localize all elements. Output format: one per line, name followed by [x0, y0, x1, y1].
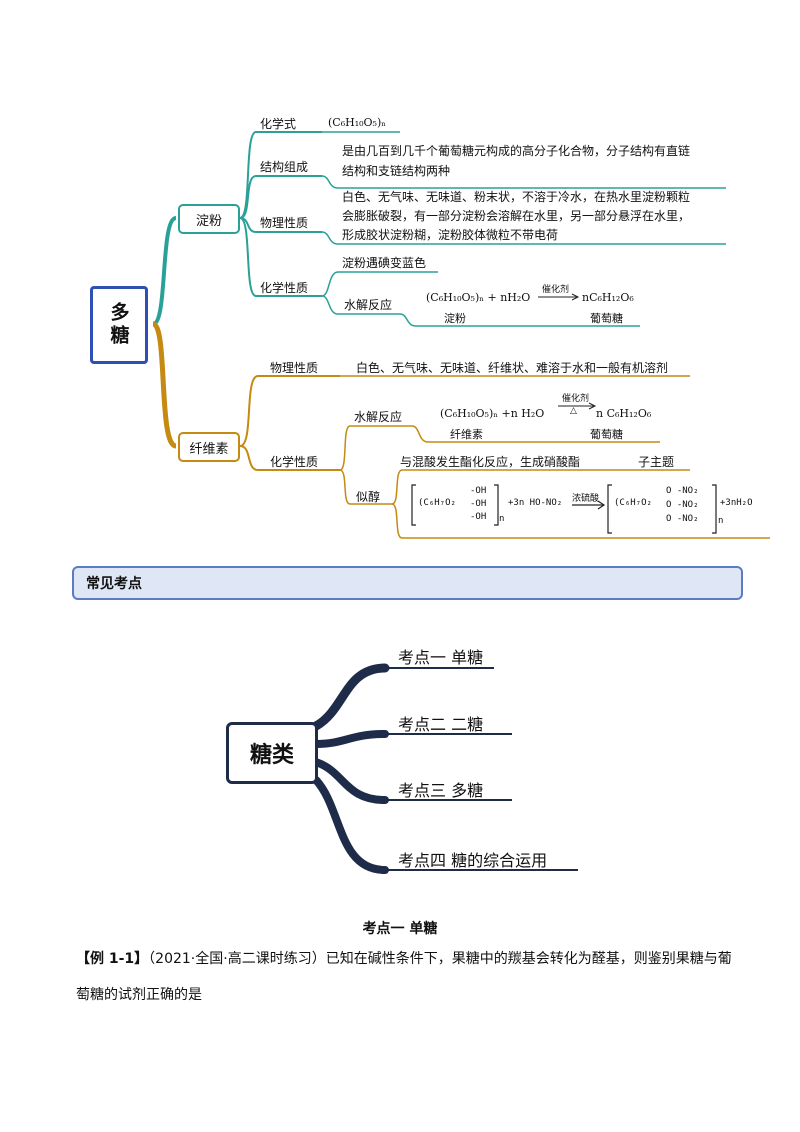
eq-oh-2: -OH	[470, 499, 487, 509]
topic-item-4: 考点四 糖的综合运用	[398, 851, 548, 870]
starch-physical-line-3: 形成胶状淀粉糊，淀粉胶体微粒不带电荷	[342, 228, 559, 242]
starch-structure-label: 结构组成	[260, 160, 309, 174]
eq-ono2-1: O -NO₂	[666, 486, 699, 496]
section-heading: 考点一 单糖	[362, 921, 438, 937]
cellulose-physical-text: 白色、无气味、无味道、纤维状、难溶于水和一般有机溶剂	[356, 361, 669, 375]
example-question-part-2: 萄糖的试剂正确的是	[76, 987, 202, 1003]
cellulose-ester-text: 与混酸发生酯化反应，生成硝酸酯	[400, 455, 581, 469]
eq-right-unit: (C₆H₇O₂	[614, 498, 652, 508]
root-label: 多糖	[107, 302, 130, 348]
topic-item-1: 考点一 单糖	[398, 648, 484, 667]
eq-ono2-3: O -NO₂	[666, 514, 699, 524]
starch-structure-line-2: 结构和支链结构两种	[342, 164, 451, 178]
cellulose-ester-suffix: 子主题	[638, 455, 675, 469]
sugars-label: 糖类	[249, 743, 294, 768]
cellulose-hydrolysis-catalyst: 催化剂	[562, 394, 590, 404]
polysaccharide-map-lines	[151, 131, 770, 539]
starch-physical-line-2: 会膨胀破裂，有一部分淀粉会溶解在水里，另一部分悬浮在水里，	[342, 209, 691, 223]
topic-item-3: 考点三 多糖	[398, 781, 484, 800]
eq-ono2-2: O -NO₂	[666, 500, 699, 510]
cellulose-hydrolysis-left: (C₆H₁₀O₅)ₙ +n H₂O	[440, 407, 545, 420]
eq-n-2: n	[718, 516, 724, 526]
eq-oh-1: -OH	[470, 486, 487, 496]
cellulose-hydrolysis-right: n C₆H₁₂O₆	[596, 407, 652, 420]
root-node-polysaccharide: 多糖	[90, 286, 148, 364]
starch-hydrolysis-right-name: 葡萄糖	[590, 312, 623, 325]
starch-hydrolysis-catalyst: 催化剂	[542, 285, 570, 295]
eq-n-1: n	[499, 514, 505, 524]
eq-left-unit: (C₆H₇O₂	[418, 498, 456, 508]
starch-hydrolysis-right: nC₆H₁₂O₆	[582, 291, 634, 304]
cellulose-chemical-label: 化学性质	[270, 455, 319, 469]
root-node-sugars: 糖类	[226, 722, 318, 784]
eq-catalyst: 浓硫酸	[572, 494, 600, 504]
eq-oh-3: -OH	[470, 512, 487, 522]
starch-label: 淀粉	[195, 213, 222, 229]
starch-iodine-text: 淀粉遇碘变蓝色	[342, 256, 427, 270]
eq-reagent: +3n HO-NO₂	[508, 498, 563, 508]
cellulose-label: 纤维素	[189, 441, 229, 457]
section-header-title: 常见考点	[86, 576, 142, 592]
topic-item-2: 考点二 二糖	[398, 715, 484, 734]
cellulose-hydrolysis-label: 水解反应	[354, 410, 403, 424]
cellulose-physical-label: 物理性质	[270, 361, 319, 375]
section-header: 常见考点	[72, 566, 743, 600]
cellulose-node: 纤维素	[178, 432, 240, 462]
starch-hydrolysis-left-name: 淀粉	[444, 312, 466, 325]
example-question-part-1: 已知在碱性条件下，果糖中的羰基会转化为醛基，则鉴别果糖与葡	[325, 951, 732, 967]
starch-node: 淀粉	[178, 204, 240, 234]
example-tag: 【例 1-1】	[76, 951, 149, 967]
cellulose-hydrolysis-left-name: 纤维素	[450, 428, 483, 441]
starch-chemical-label: 化学性质	[260, 281, 309, 295]
starch-physical-line-1: 白色、无气味、无味道、粉末状，不溶于冷水，在热水里淀粉颗粒	[342, 190, 691, 204]
starch-structure-line-1: 是由几百到几千个葡萄糖元构成的高分子化合物，分子结构有直链	[342, 144, 691, 158]
eq-tail: +3nH₂O	[720, 498, 753, 508]
example-line-1: 【例 1-1】（2021·全国·高二课时练习）已知在碱性条件下，果糖中的羰基会转…	[76, 948, 732, 968]
cellulose-alcohol-label: 似醇	[356, 490, 381, 504]
starch-physical-label: 物理性质	[260, 216, 309, 230]
starch-hydrolysis-label: 水解反应	[344, 298, 393, 312]
cellulose-hydrolysis-right-name: 葡萄糖	[590, 428, 623, 441]
cellulose-hydrolysis-delta: △	[570, 406, 577, 416]
starch-formula-label: 化学式	[260, 117, 297, 131]
starch-formula: (C₆H₁₀O₅)ₙ	[328, 116, 387, 129]
starch-hydrolysis-left: (C₆H₁₀O₅)ₙ + nH₂O	[426, 291, 531, 304]
example-source: （2021·全国·高二课时练习）	[148, 951, 326, 967]
